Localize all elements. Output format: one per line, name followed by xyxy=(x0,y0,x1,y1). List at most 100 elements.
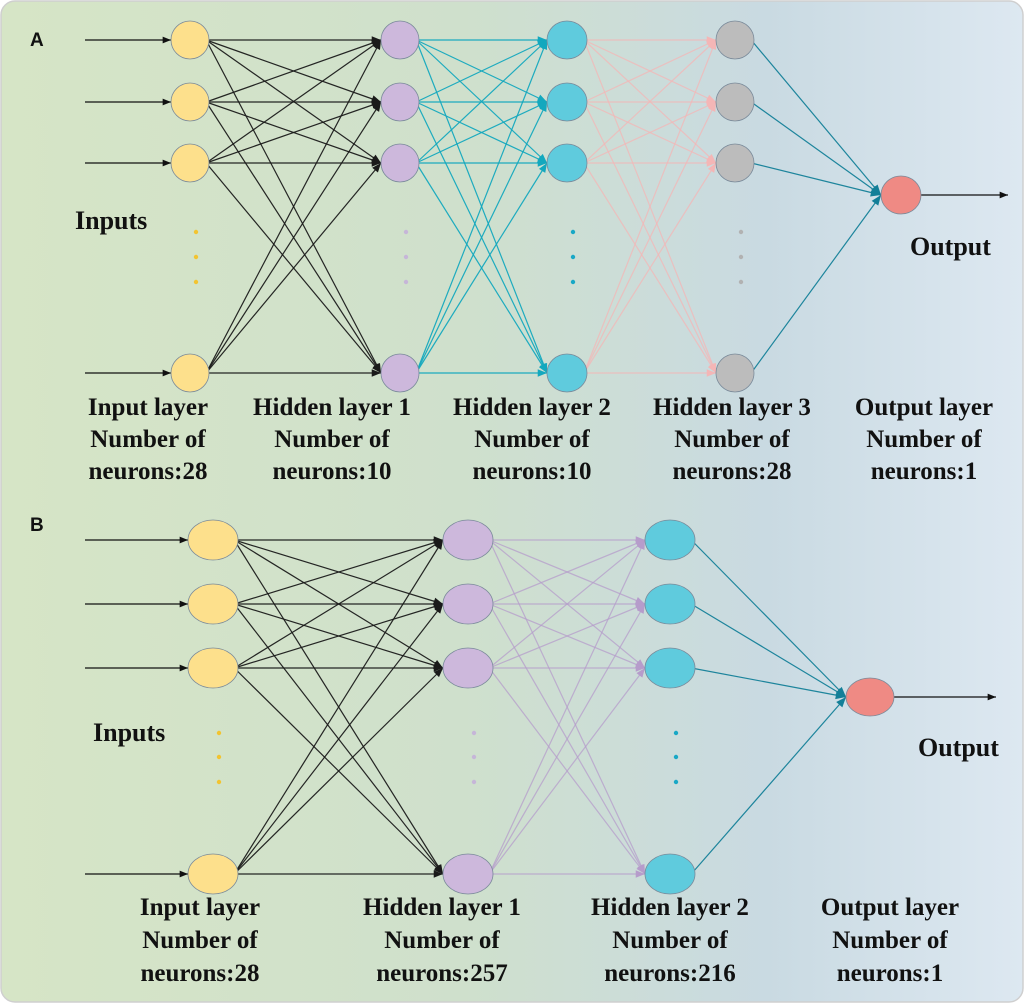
a-neuron-l1-2 xyxy=(380,143,420,183)
panel-a-output-layer-neurons: neurons:1 xyxy=(871,458,978,485)
b-edge-l0-3-3-head xyxy=(433,870,443,878)
b-input-arrow-2-head xyxy=(179,664,188,672)
b-edge-l1-2-0-head xyxy=(635,540,645,549)
a-edge-l2-2-0 xyxy=(583,39,717,164)
b-neuron-l2-3 xyxy=(644,853,696,895)
panel-a-inputs-label: Inputs xyxy=(75,206,147,235)
a-edge-l0-3-3-head xyxy=(371,369,381,377)
b-neuron-l0-1 xyxy=(187,583,239,625)
a-edge-l3-3-0 xyxy=(750,194,882,374)
a-dot-l0-0 xyxy=(193,229,199,235)
a-dot-l1-0 xyxy=(403,229,409,235)
panel-a-output-layer-caption: Number of xyxy=(866,426,982,453)
a-neuron-l3-3 xyxy=(715,353,755,393)
a-edge-l0-3-2 xyxy=(205,162,382,374)
a-edge-l2-3-1 xyxy=(583,101,717,374)
b-edge-l2-3-0 xyxy=(690,696,847,875)
a-edge-l3-0-0 xyxy=(750,39,882,196)
a-edge-l0-2-1-head xyxy=(371,101,381,109)
b-dot-l1-1 xyxy=(471,754,477,760)
a-neuron-l0-1 xyxy=(170,82,210,122)
a-edge-l1-2-1-head xyxy=(537,102,547,110)
b-edge-l2-2-0-head xyxy=(835,691,846,700)
panel-b-input-layer-name: Input layer xyxy=(140,894,260,921)
a-dot-l2-2 xyxy=(570,279,576,285)
a-neuron-l1-3 xyxy=(380,353,420,393)
a-edge-l0-3-1 xyxy=(205,101,382,374)
a-edge-l2-1-0 xyxy=(583,39,717,103)
panel-a-hidden1-caption: Number of xyxy=(274,426,390,453)
b-edge-l0-2-3-head xyxy=(433,864,443,874)
a-neuron-l3-0 xyxy=(715,20,755,60)
b-output-arrow-head xyxy=(987,693,996,701)
a-edge-l3-3-0-head xyxy=(871,195,881,206)
b-dot-l2-0 xyxy=(673,730,679,736)
b-neuron-l1-0 xyxy=(442,519,494,561)
panel-b-hidden1-neurons: neurons:257 xyxy=(376,960,508,987)
a-neuron-l3-2 xyxy=(715,143,755,183)
b-edge-l0-2-2-head xyxy=(433,664,443,672)
panel-b-hidden2-neurons: neurons:216 xyxy=(604,960,736,987)
a-neuron-l0-3 xyxy=(170,353,210,393)
b-edge-l2-2-0 xyxy=(691,667,847,698)
a-dot-l2-1 xyxy=(570,254,576,260)
panel-a-output-layer-name: Output layer xyxy=(855,394,993,421)
a-neuron-l0-0 xyxy=(170,20,210,60)
a-edge-l0-2-2-head xyxy=(371,159,381,167)
a-input-arrow-2-head xyxy=(162,159,171,167)
b-edge-l0-1-0 xyxy=(234,539,444,605)
b-edge-l1-2-2-head xyxy=(635,664,645,672)
panel-b-hidden2-caption: Number of xyxy=(612,927,728,954)
b-dot-l2-1 xyxy=(673,754,679,760)
a-dot-l3-0 xyxy=(738,229,744,235)
panel-b-inputs-label: Inputs xyxy=(93,718,165,747)
a-edge-l2-2-1 xyxy=(583,101,717,164)
b-input-arrow-0-head xyxy=(179,536,188,544)
b-neuron-l0-0 xyxy=(187,519,239,561)
b-edge-l1-2-1-head xyxy=(635,604,645,611)
panel-a-output-label: Output xyxy=(910,232,991,261)
b-edge-l0-3-1 xyxy=(233,603,444,875)
a-edge-l1-3-0 xyxy=(415,39,548,374)
a-edge-l0-3-1-head xyxy=(372,102,381,112)
a-edge-l1-2-0 xyxy=(415,39,548,164)
a-neuron-l0-2 xyxy=(170,143,210,183)
b-neuron-l2-1 xyxy=(644,583,696,625)
panel-a-hidden2-neurons: neurons:10 xyxy=(472,458,591,485)
b-edge-l1-3-2-head xyxy=(636,668,645,678)
a-edge-l0-3-2-head xyxy=(372,163,381,173)
b-edge-l1-3-0-head xyxy=(637,540,645,550)
b-edge-l1-2-0 xyxy=(488,539,646,669)
b-edge-l2-0-0 xyxy=(690,539,847,698)
a-edge-l2-2-1-head xyxy=(706,102,716,110)
panel-a-hidden3-name: Hidden layer 3 xyxy=(653,394,811,421)
panel-a-layer-labels: Input layer Number of neurons:28 Hidden … xyxy=(88,394,993,485)
b-dot-l0-1 xyxy=(216,754,222,760)
panel-a-hidden1-neurons: neurons:10 xyxy=(272,458,391,485)
b-neuron-l2-0 xyxy=(644,519,696,561)
b-edge-l1-1-0 xyxy=(489,539,646,605)
panel-a-input-layer-caption: Number of xyxy=(90,426,206,453)
b-edge-l0-3-0 xyxy=(233,539,444,875)
a-edge-l0-1-0 xyxy=(205,39,382,103)
panel-b-layer-labels: Input layer Number of neurons:28 Hidden … xyxy=(140,894,959,987)
b-edge-l2-1-0 xyxy=(690,603,847,698)
a-edge-l1-2-3-head xyxy=(538,363,547,373)
b-edge-l1-3-3-head xyxy=(635,870,645,878)
panel-b-letter: B xyxy=(30,515,44,536)
connection-edges xyxy=(205,36,882,878)
a-edge-l1-3-1 xyxy=(415,101,548,374)
a-edge-l1-3-1-head xyxy=(539,102,547,112)
b-edge-l1-2-1 xyxy=(489,603,646,669)
a-edge-l3-1-0 xyxy=(750,101,882,196)
panel-b-output-layer-neurons: neurons:1 xyxy=(837,960,944,987)
panel-a-input-layer-neurons: neurons:28 xyxy=(88,458,207,485)
a-edge-l2-3-2-head xyxy=(707,163,716,173)
a-dot-l1-1 xyxy=(403,254,409,260)
neurons xyxy=(170,20,922,895)
a-edge-l2-2-3-head xyxy=(707,363,716,373)
a-neuron-l2-3 xyxy=(546,353,588,393)
panel-b-hidden2-name: Hidden layer 2 xyxy=(591,894,749,921)
a-dot-l3-2 xyxy=(738,279,744,285)
